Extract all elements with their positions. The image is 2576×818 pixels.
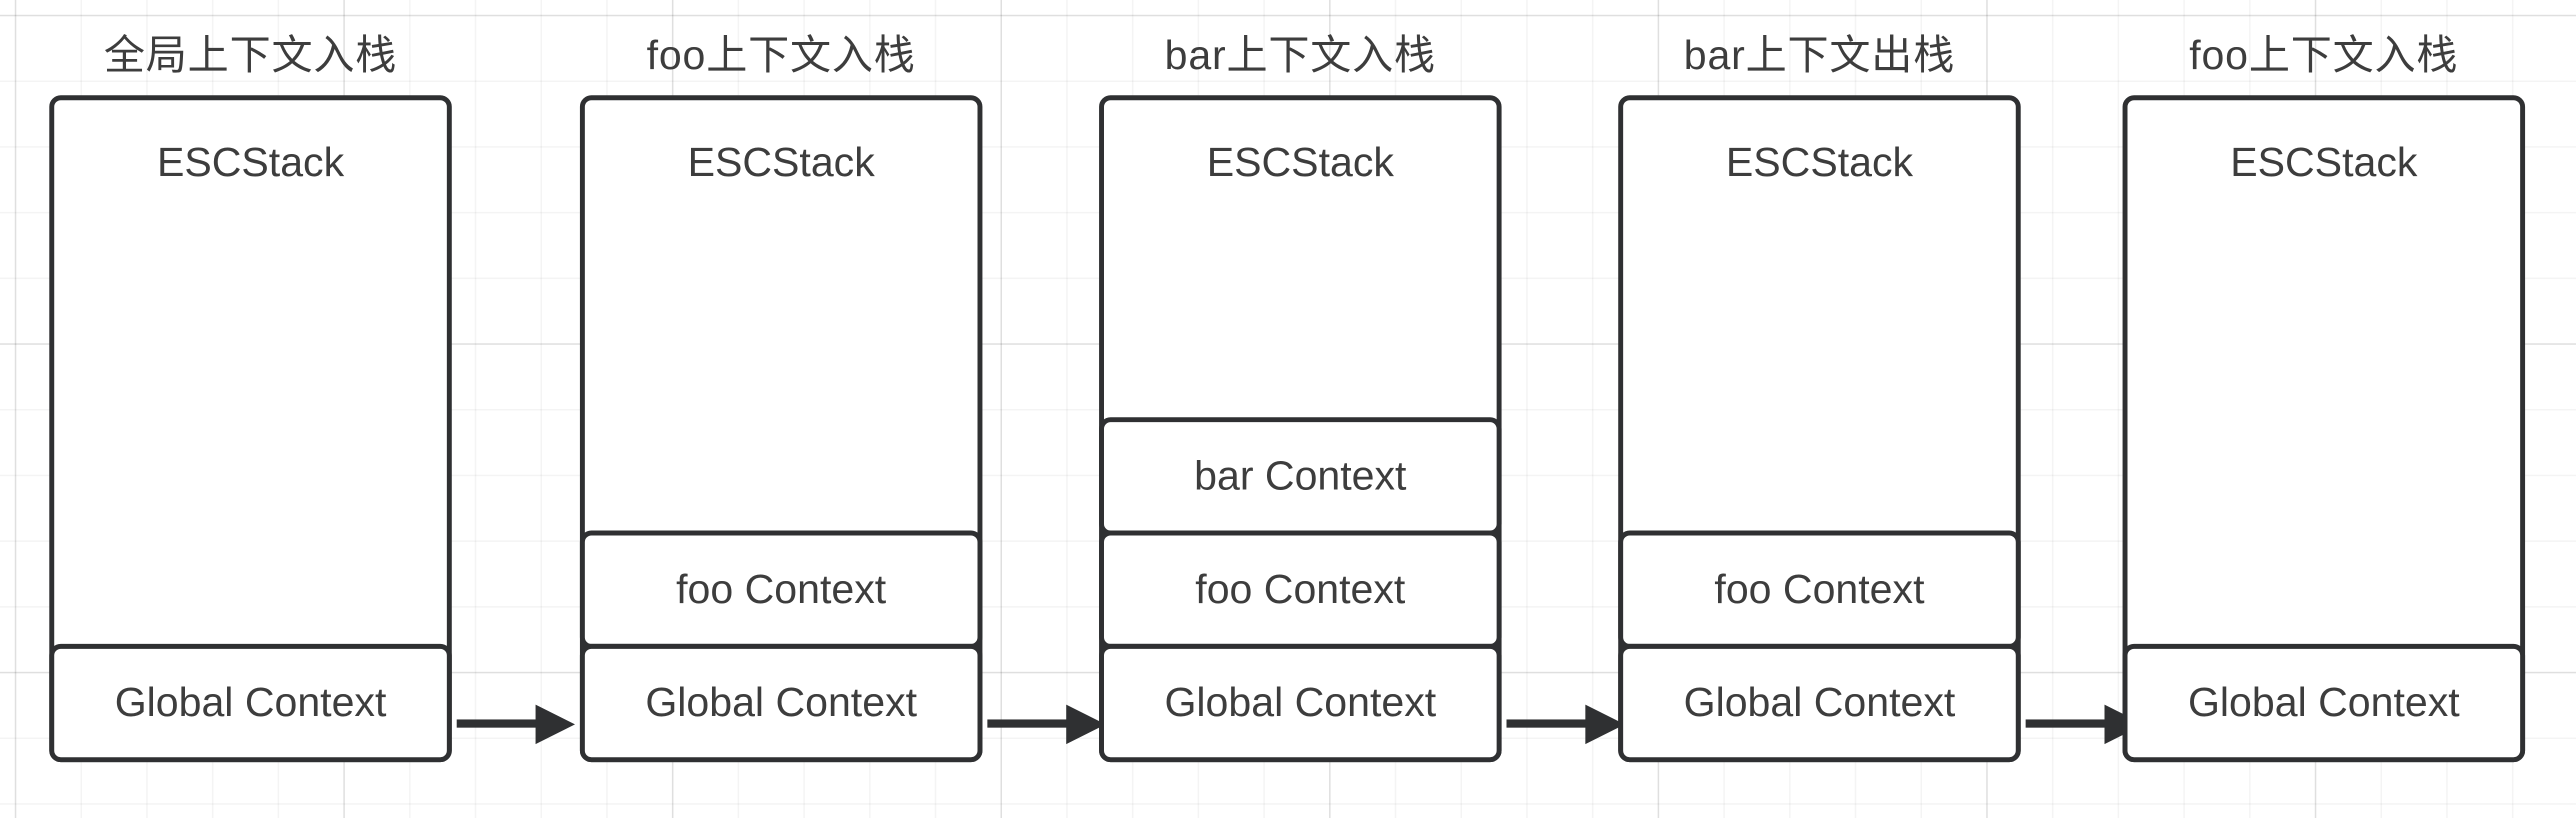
context-frame-global: Global Context	[49, 643, 452, 763]
arrow-2-to-3	[987, 704, 1106, 745]
column-title-1: 全局上下文入栈	[103, 32, 398, 79]
stack-column-4: bar上下文出栈 ESCStack foo Context Global Con…	[1618, 0, 2021, 818]
escstack-box-1: ESCStack Global Context	[49, 95, 452, 763]
stack-column-5: foo上下文入栈 ESCStack Global Context	[2122, 0, 2526, 818]
arrow-3-to-4	[1506, 704, 1625, 745]
context-frame-global: Global Context	[1618, 643, 2021, 763]
column-title-4: bar上下文出栈	[1683, 32, 1956, 79]
arrow-head-3	[1585, 704, 1625, 745]
stack-frames-5: Global Context	[2122, 643, 2526, 763]
context-frame-global: Global Context	[579, 643, 983, 763]
escstack-box-3: ESCStack bar Context foo Context Global …	[1099, 95, 1502, 763]
context-frame-foo: foo Context	[579, 530, 983, 649]
arrow-line-1	[456, 719, 539, 728]
arrow-head-1	[535, 704, 575, 745]
stack-column-3: bar上下文入栈 ESCStack bar Context foo Contex…	[1099, 0, 1502, 818]
context-frame-foo: foo Context	[1099, 530, 1502, 649]
escstack-label-5: ESCStack	[2230, 139, 2418, 186]
escstack-box-2: ESCStack foo Context Global Context	[579, 95, 983, 763]
stack-frames-4: foo Context Global Context	[1618, 530, 2021, 763]
stack-frames-2: foo Context Global Context	[579, 530, 983, 763]
column-title-5: foo上下文入栈	[2189, 32, 2459, 79]
context-frame-global: Global Context	[2122, 643, 2526, 763]
column-title-2: foo上下文入栈	[646, 32, 916, 79]
stack-column-2: foo上下文入栈 ESCStack foo Context Global Con…	[579, 0, 983, 818]
escstack-label-1: ESCStack	[156, 139, 345, 186]
stack-frames-1: Global Context	[49, 643, 452, 763]
arrow-line-4	[2025, 719, 2108, 728]
escstack-label-2: ESCStack	[687, 139, 875, 186]
column-title-3: bar上下文入栈	[1164, 32, 1436, 79]
arrow-line-3	[1506, 719, 1589, 728]
arrow-1-to-2	[456, 704, 575, 745]
escstack-label-3: ESCStack	[1206, 139, 1394, 186]
escstack-box-4: ESCStack foo Context Global Context	[1618, 95, 2021, 763]
context-frame-global: Global Context	[1099, 643, 1502, 763]
escstack-label-4: ESCStack	[1725, 139, 1914, 186]
escstack-box-5: ESCStack Global Context	[2122, 95, 2526, 763]
context-frame-bar: bar Context	[1099, 417, 1502, 536]
stack-frames-3: bar Context foo Context Global Context	[1099, 417, 1502, 763]
arrow-line-2	[987, 719, 1070, 728]
stack-column-1: 全局上下文入栈 ESCStack Global Context	[49, 0, 452, 818]
context-frame-foo: foo Context	[1618, 530, 2021, 649]
